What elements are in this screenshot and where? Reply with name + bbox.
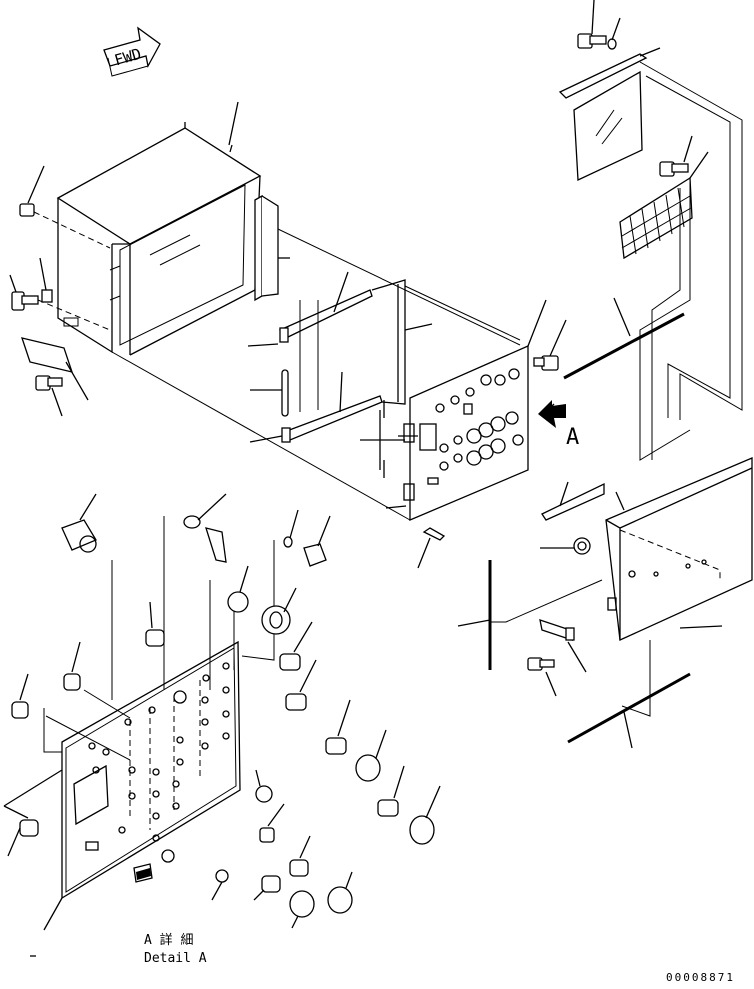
lamp-6 — [289, 835, 311, 877]
drawing-number: 00008871 — [666, 971, 735, 984]
label-plate — [133, 863, 153, 883]
rotary-knob — [261, 587, 297, 635]
bulb-2 — [11, 673, 29, 719]
detail-label-en: Detail A — [144, 951, 207, 966]
sealing-wire-1 — [563, 312, 685, 380]
washer-2 — [283, 509, 299, 548]
bolt-4 — [533, 319, 567, 371]
lamp-7 — [253, 875, 281, 901]
fwd-arrow-icon: FWD — [103, 26, 161, 77]
bulb-3 — [3, 769, 63, 857]
seal-strip-3 — [250, 369, 289, 417]
lamp-3 — [285, 659, 317, 711]
switch-1 — [539, 619, 587, 673]
indicator-1 — [255, 769, 273, 803]
lamp-1 — [145, 601, 165, 647]
lens-cap-1 — [355, 729, 387, 782]
view-arrow-label: A — [566, 425, 579, 450]
grommet-2 — [161, 849, 175, 863]
seal-strip-4 — [249, 371, 383, 443]
cover-plate — [21, 337, 89, 401]
bolt-2 — [9, 274, 39, 311]
washer-1 — [607, 17, 621, 50]
lens-cap-2 — [409, 785, 441, 845]
grommet-1 — [540, 537, 591, 555]
leader-housing — [228, 101, 239, 146]
bolt-6 — [659, 135, 693, 177]
lens-cap-4 — [327, 871, 353, 914]
lens-cap-3 — [289, 890, 315, 929]
key-switch — [183, 493, 227, 563]
bulb-1 — [63, 641, 81, 691]
bolt-1 — [19, 165, 45, 217]
lamp-5 — [377, 765, 405, 817]
screw-2 — [527, 657, 557, 697]
indicator-2 — [259, 803, 285, 843]
round-switch-1 — [61, 493, 97, 553]
lamp-2 — [279, 621, 313, 671]
rear-cover-box — [605, 457, 753, 641]
bolt-3 — [35, 375, 63, 417]
knob-1 — [303, 515, 331, 567]
instrument-box-housing — [56, 122, 262, 356]
cap-1 — [227, 565, 249, 613]
seal-strip-2 — [247, 271, 373, 347]
lamp-4 — [325, 699, 351, 755]
frame-seal — [371, 279, 433, 405]
detail-a-panel — [61, 640, 241, 900]
view-direction-arrow-icon — [538, 400, 566, 428]
panel-assembly — [403, 299, 547, 521]
detail-label-jp: A 詳 細 — [144, 932, 193, 948]
leader-panel — [43, 897, 63, 931]
bolt-5 — [577, 0, 607, 49]
bracket-strip — [558, 47, 661, 99]
rod-bracket — [541, 481, 605, 521]
glass-panel — [573, 70, 643, 181]
grommet-3 — [211, 869, 229, 901]
seal-strip-1 — [254, 194, 290, 302]
clip-1 — [39, 257, 53, 303]
screw-1 — [417, 527, 446, 569]
